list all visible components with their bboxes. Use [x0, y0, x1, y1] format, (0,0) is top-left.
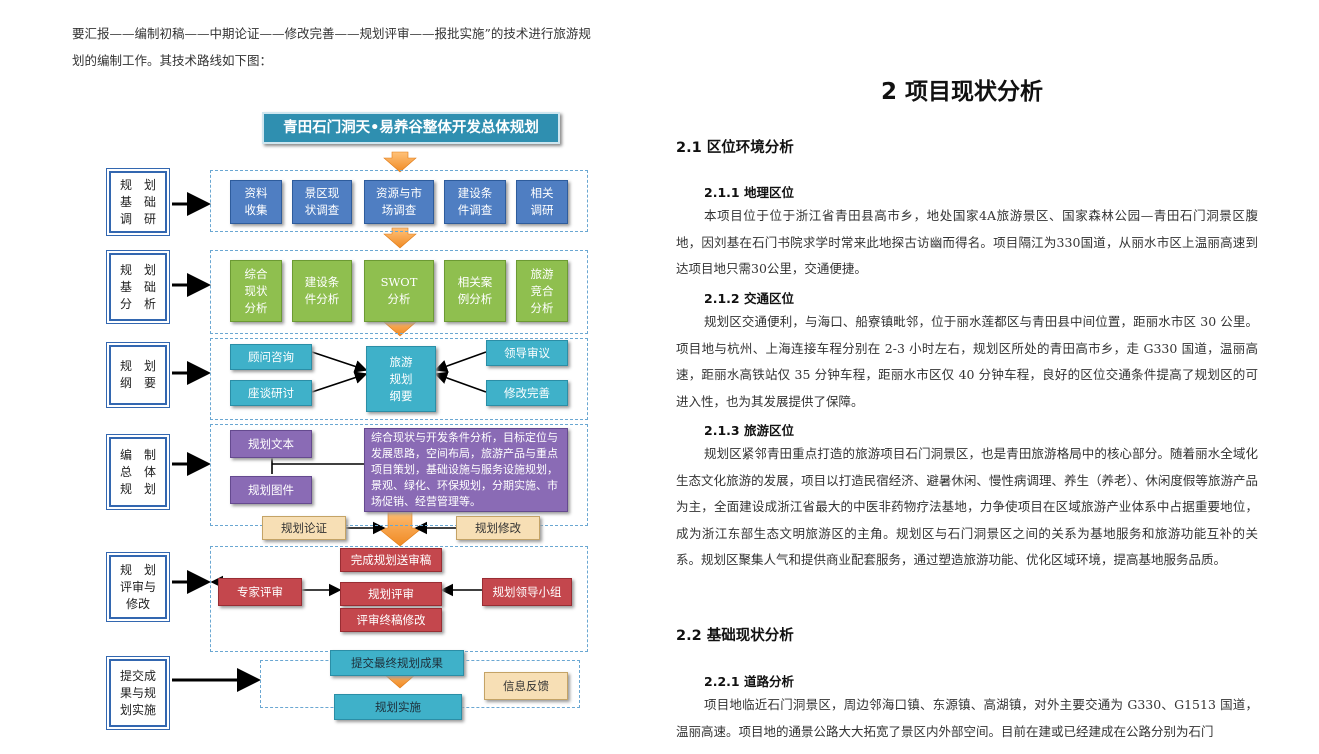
box-revise: 修改完善 [486, 380, 568, 406]
heading-2-1-3: 2.1.3 旅游区位 [704, 423, 794, 438]
box-leader-group: 规划领导小组 [482, 578, 572, 606]
stage-label-review: 规 划 评审与 修改 [106, 552, 170, 622]
stage-label-research: 规 划 基 础 调 研 [106, 168, 170, 236]
box-outline-center: 旅游 规划 纲要 [366, 346, 436, 412]
box-related-research: 相关 调研 [516, 180, 568, 224]
heading-2-1-2: 2.1.2 交通区位 [704, 291, 794, 306]
box-status-analysis: 综合 现状 分析 [230, 260, 282, 322]
intro-line-1: 要汇报——编制初稿——中期论证——修改完善——规划评审——报批实施”的技术进行旅… [72, 26, 591, 41]
box-final-edit: 评审终稿修改 [340, 608, 442, 632]
intro-line-2: 划的编制工作。其技术路线如下图： [72, 53, 273, 68]
box-site-survey: 景区现 状调查 [292, 180, 352, 224]
box-construction-survey: 建设条 件调查 [444, 180, 506, 224]
box-condition-analysis: 建设条 件分析 [292, 260, 352, 322]
box-market-survey: 资源与市 场调查 [364, 180, 434, 224]
box-competition-analysis: 旅游 竞合 分析 [516, 260, 568, 322]
tag-plan-modification: 规划修改 [456, 516, 540, 540]
paragraph-traffic: 规划区交通便利，与海口、船寮镇毗邻，位于丽水莲都区与青田县中间位置，距丽水市区 … [676, 314, 1258, 409]
box-implementation: 规划实施 [334, 694, 462, 720]
box-symposium: 座谈研讨 [230, 380, 312, 406]
box-feedback: 信息反馈 [484, 672, 568, 700]
panel-research [210, 170, 588, 232]
intro-text: 要汇报——编制初稿——中期论证——修改完善——规划评审——报批实施”的技术进行旅… [72, 20, 652, 74]
box-submit-final: 提交最终规划成果 [330, 650, 464, 676]
stage-label-plan: 编 制 总 体 规 划 [106, 434, 170, 510]
box-plan-content: 综合现状与开发条件分析，目标定位与发展思路，空间布局，旅游产品与重点项目策划，基… [364, 428, 568, 512]
box-swot-analysis: SWOT 分析 [364, 260, 434, 322]
heading-2-2: 2.2 基础现状分析 [676, 628, 794, 644]
paragraph-tourism: 规划区紧邻青田重点打造的旅游项目石门洞景区，也是青田旅游格局中的核心部分。随着丽… [676, 446, 1258, 567]
stage-label-submit: 提交成 果与规 划实施 [106, 656, 170, 730]
box-case-analysis: 相关案 例分析 [444, 260, 506, 322]
stage-label-analysis: 规 划 基 础 分 析 [106, 250, 170, 324]
box-submit-draft: 完成规划送审稿 [340, 548, 442, 572]
panel-analysis [210, 250, 588, 334]
box-plan-maps: 规划图件 [230, 476, 312, 504]
heading-2-2-1: 2.2.1 道路分析 [704, 674, 794, 689]
section-heading-2: 2 项目现状分析 [880, 79, 1043, 105]
tag-plan-demonstration: 规划论证 [262, 516, 346, 540]
paragraph-roads: 项目地临近石门洞景区，周边邻海口镇、东源镇、高湖镇，对外主要交通为 G330、G… [676, 697, 1258, 739]
panel-outline [210, 338, 588, 420]
flowchart-title: 青田石门洞天•易养谷整体开发总体规划 [262, 112, 560, 144]
heading-2-1: 2.1 区位环境分析 [676, 140, 794, 156]
panel-plan [210, 424, 588, 526]
box-plan-text: 规划文本 [230, 430, 312, 458]
box-leader-review: 领导审议 [486, 340, 568, 366]
box-consultation: 顾问咨询 [230, 344, 312, 370]
stage-label-outline: 规 划 纲 要 [106, 342, 170, 408]
box-plan-review: 规划评审 [340, 582, 442, 606]
box-expert-review: 专家评审 [218, 578, 302, 606]
paragraph-geography: 本项目位于位于浙江省青田县高市乡，地处国家4A旅游景区、国家森林公园—青田石门洞… [676, 208, 1258, 276]
box-data-collection: 资料 收集 [230, 180, 282, 224]
heading-2-1-1: 2.1.1 地理区位 [704, 185, 794, 200]
